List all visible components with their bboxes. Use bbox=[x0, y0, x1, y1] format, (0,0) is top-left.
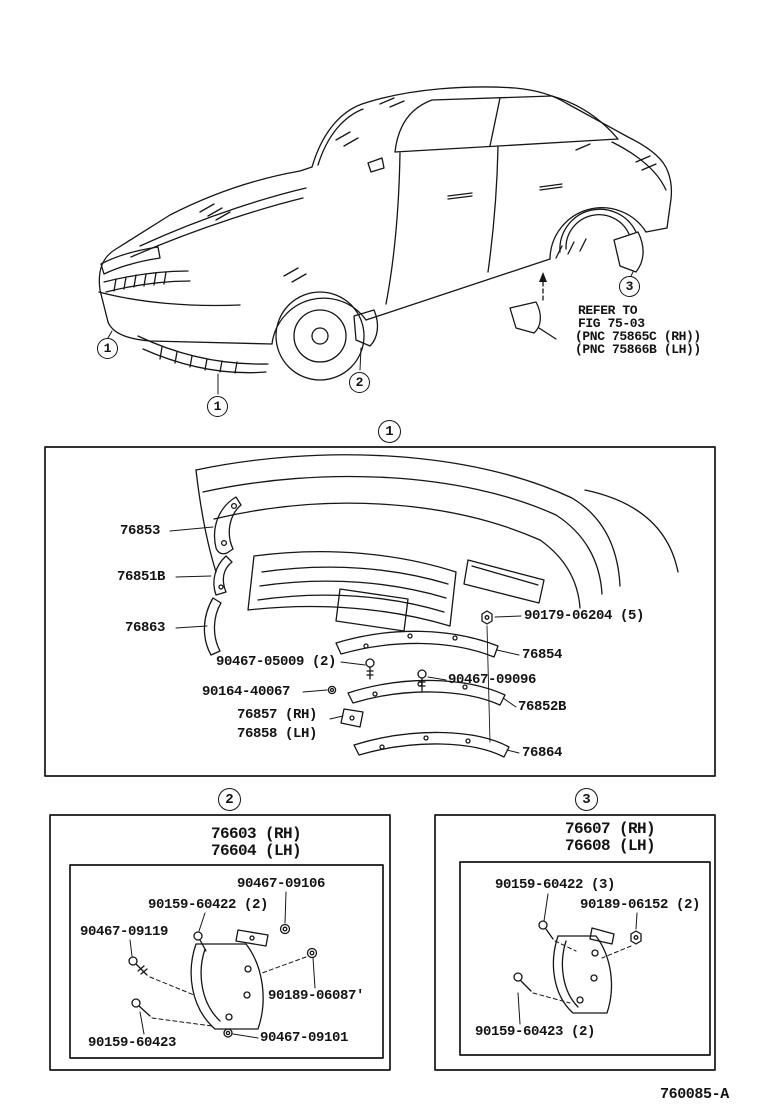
callout-section-2: 2 bbox=[218, 788, 241, 811]
rear-mudguard-flap-shape bbox=[552, 935, 613, 1014]
front-mudguard-outer-box bbox=[49, 814, 391, 1071]
callout-front-spoiler: 1 bbox=[207, 396, 228, 417]
callout-section-3: 3 bbox=[575, 788, 598, 811]
part-label-90467-09096: 90467-09096 bbox=[448, 672, 537, 688]
callout-rear-mudguard: 3 bbox=[619, 276, 640, 297]
front-mudguard-title-rh: 76603 (RH) bbox=[210, 825, 302, 843]
part-label-90164-40067: 90164-40067 bbox=[202, 684, 291, 700]
callout-section-1: 1 bbox=[378, 420, 401, 443]
part-76864-shape bbox=[353, 731, 510, 758]
part-label-90159-60423: 90159-60423 bbox=[88, 1035, 177, 1051]
front-mudguard-drawing bbox=[128, 923, 318, 1038]
part-76851b-shape bbox=[213, 555, 233, 596]
bracket-76857-shape bbox=[340, 708, 364, 728]
screw-90159-60422-shape bbox=[193, 931, 203, 941]
front-spoiler-box bbox=[44, 446, 716, 777]
rear-mudguard-leader-lines bbox=[517, 893, 638, 1025]
rear-mudguard-drawing bbox=[513, 920, 642, 1014]
part-76863-shape bbox=[203, 597, 222, 656]
refer-note-line-3: (PNC 75865C (RH)) bbox=[575, 329, 701, 344]
rear-mudguard-title-rh: 76607 (RH) bbox=[564, 820, 656, 838]
refer-note-line-1: REFER TO bbox=[578, 303, 638, 318]
front-mudguard-flap-shape bbox=[190, 943, 264, 1030]
section-borders bbox=[44, 446, 716, 1071]
part-label-90467-09101: 90467-09101 bbox=[260, 1030, 349, 1046]
part-label-90467-05009: 90467-05009 (2) bbox=[216, 654, 337, 670]
part-label-90159-60423-2: 90159-60423 (2) bbox=[475, 1024, 596, 1040]
part-label-76864: 76864 bbox=[522, 745, 563, 761]
refer-note-line-4: (PNC 75866B (LH)) bbox=[575, 342, 701, 357]
part-label-90189-06087: 90189-06087' bbox=[268, 988, 365, 1004]
part-label-90159-60422-3: 90159-60422 (3) bbox=[495, 877, 616, 893]
overview-leader-lines bbox=[107, 271, 634, 395]
rear-mudguard-on-car bbox=[613, 231, 644, 273]
callout-front-mudguard: 2 bbox=[349, 372, 370, 393]
part-label-90179-06204: 90179-06204 (5) bbox=[524, 608, 645, 624]
part-76854-shape bbox=[335, 630, 499, 658]
refer-note-line-2: FIG 75-03 bbox=[578, 316, 645, 331]
front-mudguard-title-lh: 76604 (LH) bbox=[210, 842, 302, 860]
front-mudguard-leader-lines bbox=[129, 891, 316, 1039]
screw-90467-09119-shape bbox=[128, 956, 138, 966]
clip-90467-09106-shape bbox=[279, 923, 291, 935]
part-label-90467-09106: 90467-09106 bbox=[237, 876, 326, 892]
screw-90467-09096-shape bbox=[417, 669, 427, 679]
callout-front-bumper: 1 bbox=[97, 338, 118, 359]
front-spoiler-leader-lines bbox=[169, 526, 522, 754]
part-label-76851b: 76851B bbox=[117, 569, 166, 585]
bolt-90467-05009-shape bbox=[365, 658, 375, 668]
car-overview-drawing bbox=[98, 86, 673, 381]
screw-90159-60423-shape bbox=[131, 998, 141, 1008]
part-label-76853: 76853 bbox=[120, 523, 161, 539]
part-label-90467-09119: 90467-09119 bbox=[80, 924, 169, 940]
clip-90467-09101-shape bbox=[223, 1028, 233, 1038]
part-label-90159-60422: 90159-60422 (2) bbox=[148, 897, 269, 913]
part-label-90189-06152-2: 90189-06152 (2) bbox=[580, 897, 701, 913]
part-label-76858-lh: 76858 (LH) bbox=[237, 726, 318, 742]
screw-90159-60422-3-shape bbox=[538, 920, 548, 930]
nut-90189-06152-shape bbox=[630, 930, 642, 945]
rear-mudguard-title-lh: 76608 (LH) bbox=[564, 837, 656, 855]
grommet-90164-shape bbox=[327, 685, 337, 695]
screw-90159-60423-2-shape bbox=[513, 972, 523, 982]
part-label-76863: 76863 bbox=[125, 620, 166, 636]
front-mudguard-inner-box bbox=[69, 864, 384, 1059]
rear-mudguard-inner-box bbox=[459, 861, 711, 1056]
loose-mudguard-part bbox=[509, 301, 541, 334]
nut-90179-shape bbox=[481, 610, 493, 625]
part-label-76852b: 76852B bbox=[518, 699, 567, 715]
page-code: 760085-A bbox=[660, 1086, 729, 1103]
part-label-76854: 76854 bbox=[522, 647, 563, 663]
rear-mudguard-outer-box bbox=[434, 814, 716, 1071]
part-76852b-shape bbox=[347, 679, 506, 706]
front-mudguard-on-car bbox=[353, 309, 379, 347]
part-76853-shape bbox=[213, 496, 242, 555]
grommet-90189-06087-shape bbox=[306, 947, 318, 959]
part-label-76857-rh: 76857 (RH) bbox=[237, 707, 318, 723]
front-spoiler-exploded-drawing bbox=[195, 454, 679, 758]
